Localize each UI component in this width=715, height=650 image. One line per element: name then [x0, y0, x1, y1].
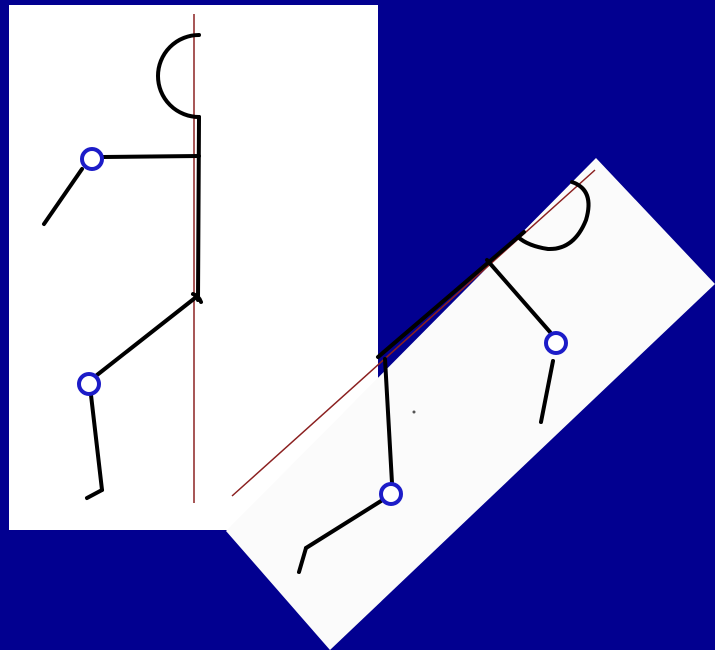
upright-torso — [198, 117, 199, 300]
rotated-knee-joint-icon — [381, 484, 401, 504]
upright-knee-joint-icon — [79, 374, 99, 394]
upright-upper-arm — [103, 156, 199, 157]
rotated-elbow-joint-icon — [546, 333, 566, 353]
upright-elbow-joint-icon — [82, 149, 102, 169]
rotated-panel-speck — [413, 411, 416, 414]
